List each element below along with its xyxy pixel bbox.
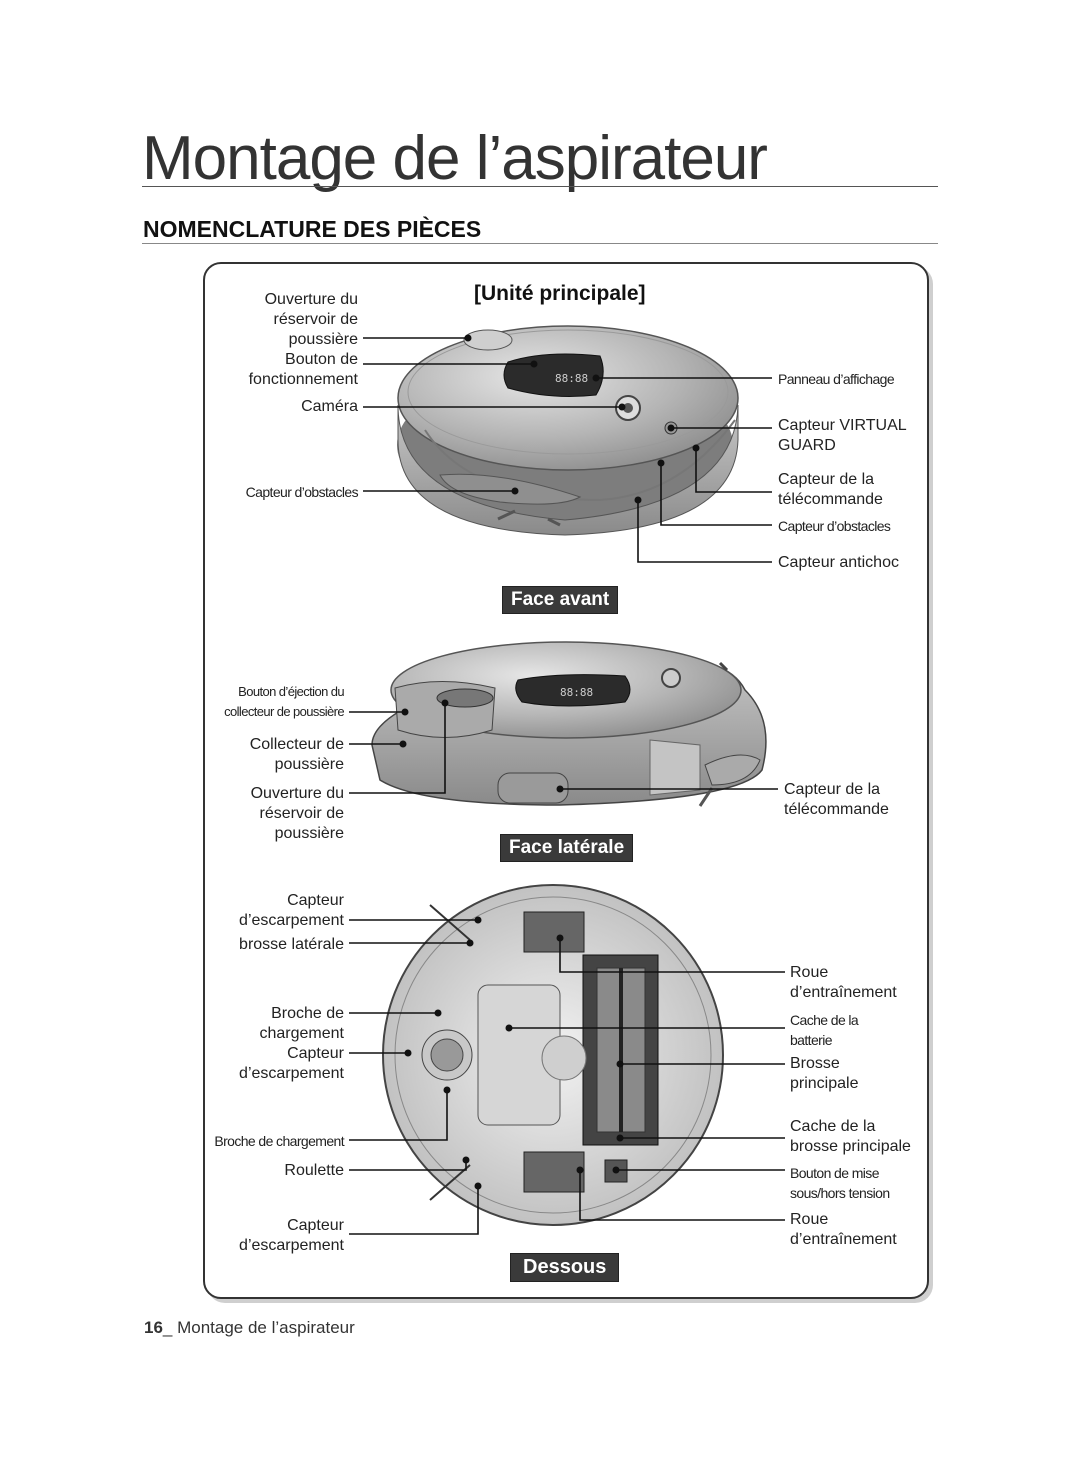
footer-text: _ Montage de l’aspirateur	[162, 1318, 355, 1337]
front-view-robot: 88:88	[397, 325, 739, 536]
label-caster: Roulette	[284, 1162, 344, 1179]
label-drive-wheel-1: Roue d’entraînement	[790, 964, 897, 1001]
badge-side-view: Face latérale	[500, 834, 634, 862]
label-dust-bin-opening: Ouverture du réservoir de poussière	[264, 291, 358, 348]
page-title: Montage de l’aspirateur	[142, 124, 768, 193]
label-bump-sensor: Capteur antichoc	[778, 554, 899, 571]
section-heading: NOMENCLATURE DES PIÈCES	[143, 216, 482, 242]
callout-dots	[399, 334, 700, 1190]
bottom-view-robot	[382, 884, 724, 1226]
label-remote-sensor-front: Capteur de la télécommande	[778, 471, 883, 508]
label-charging-pin-2: Broche de chargement	[214, 1133, 344, 1149]
callout-lines	[349, 337, 785, 1235]
label-dust-collector-eject-button: Bouton d’éjection du collecteur de pouss…	[224, 684, 344, 719]
label-cliff-sensor-3: Capteur d’escarpement	[239, 1217, 344, 1254]
side-view-robot: 88:88	[371, 641, 767, 807]
label-main-brush: Brosse principale	[790, 1055, 859, 1092]
label-operation-button: Bouton de fonctionnement	[248, 351, 358, 388]
page-footer: 16_ Montage de l’aspirateur	[144, 1318, 355, 1338]
label-side-brush: brosse latérale	[239, 936, 344, 953]
label-charging-pin-1: Broche de chargement	[259, 1005, 345, 1042]
label-dust-collector: Collecteur de poussière	[249, 736, 344, 773]
label-cliff-sensor-2: Capteur d’escarpement	[239, 1045, 344, 1082]
label-remote-sensor-side: Capteur de la télécommande	[784, 781, 889, 818]
label-obstacle-sensor-front: Capteur d’obstacles	[245, 484, 359, 500]
title-rule	[142, 186, 938, 187]
label-power-switch: Bouton de mise sous/hors tension	[790, 1165, 890, 1201]
label-main-brush-cover: Cache de la brosse principale	[790, 1118, 911, 1155]
display-digits-side: 88:88	[560, 686, 593, 699]
page-number: 16	[144, 1318, 163, 1337]
label-cliff-sensor-1: Capteur d’escarpement	[239, 892, 344, 929]
badge-front-view: Face avant	[502, 586, 619, 614]
label-dust-bin-opening-side: Ouverture du réservoir de poussière	[250, 785, 344, 842]
section-rule	[142, 243, 938, 244]
label-obstacle-sensor-right: Capteur d’obstacles	[778, 518, 891, 534]
badge-bottom-view: Dessous	[510, 1253, 620, 1282]
display-digits: 88:88	[555, 372, 588, 385]
label-drive-wheel-2: Roue d’entraînement	[790, 1211, 897, 1248]
label-display-panel: Panneau d’affichage	[778, 371, 895, 387]
label-virtual-guard-sensor: Capteur VIRTUAL GUARD	[778, 417, 907, 454]
unit-title: [Unité principale]	[474, 282, 646, 305]
label-camera: Caméra	[301, 398, 358, 415]
label-battery-cover: Cache de la batterie	[790, 1012, 859, 1048]
